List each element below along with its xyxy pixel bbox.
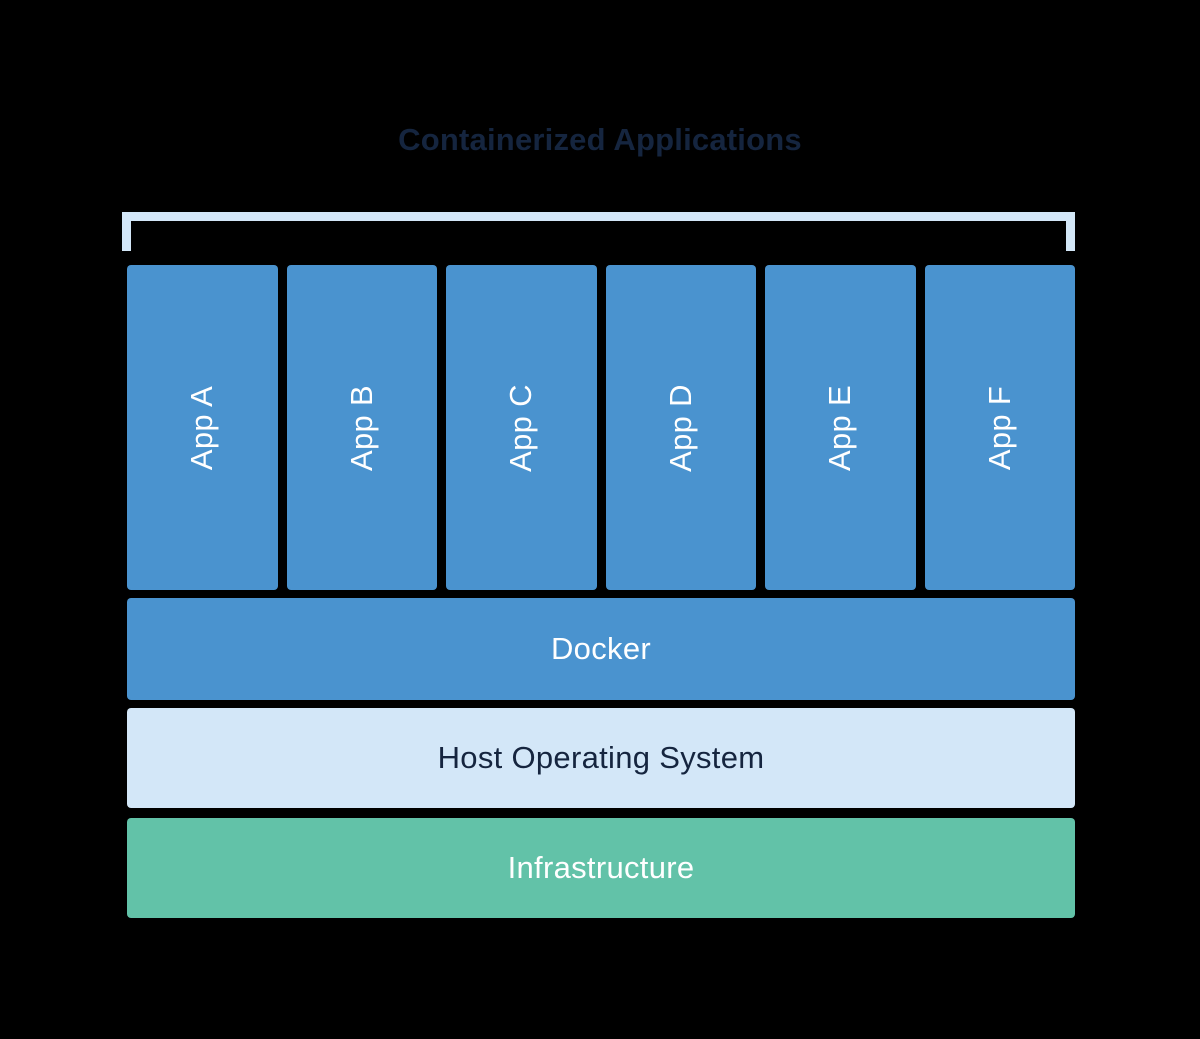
bracket-tick-left-icon bbox=[122, 212, 131, 251]
bracket-bar-icon bbox=[122, 212, 1075, 221]
app-container-label: App E bbox=[822, 384, 858, 471]
bracket-tick-right-icon bbox=[1066, 212, 1075, 251]
containerized-applications-bracket bbox=[122, 212, 1075, 252]
app-container-c[interactable]: App C bbox=[446, 265, 597, 590]
app-container-b[interactable]: App B bbox=[286, 265, 437, 590]
application-containers-row: App A App B App C App D App E App F bbox=[127, 265, 1075, 590]
app-container-label: App D bbox=[662, 383, 698, 472]
app-container-label: App F bbox=[981, 385, 1017, 470]
page-title: Containerized Applications bbox=[398, 122, 802, 157]
app-container-e[interactable]: App E bbox=[765, 265, 916, 590]
app-container-label: App B bbox=[343, 384, 379, 471]
app-container-a[interactable]: App A bbox=[127, 265, 278, 590]
layer-infrastructure[interactable]: Infrastructure bbox=[127, 818, 1075, 918]
app-container-label: App C bbox=[503, 383, 539, 472]
app-container-d[interactable]: App D bbox=[605, 265, 756, 590]
app-container-label: App A bbox=[184, 385, 220, 470]
layer-host-operating-system[interactable]: Host Operating System bbox=[127, 708, 1075, 808]
layer-docker[interactable]: Docker bbox=[127, 598, 1075, 700]
app-container-f[interactable]: App F bbox=[924, 265, 1075, 590]
